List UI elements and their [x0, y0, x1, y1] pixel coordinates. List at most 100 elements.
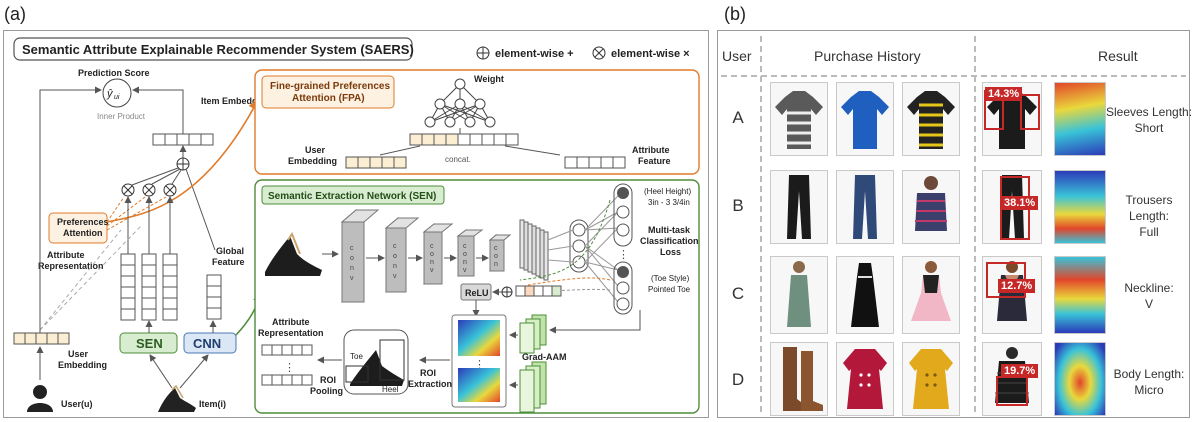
svg-text:n: n	[350, 265, 354, 272]
svg-text:n: n	[494, 261, 498, 268]
svg-text:o: o	[393, 253, 397, 260]
prediction-score-label: Prediction Score	[78, 68, 150, 78]
col-history-header: Purchase History	[814, 48, 921, 64]
user-label: User(u)	[61, 399, 93, 409]
result-a-heatmap	[1054, 82, 1106, 156]
legend-plus-label: element-wise +	[495, 48, 574, 60]
svg-text:v: v	[393, 273, 397, 280]
striped-polo-icon	[775, 91, 823, 149]
svg-text:n: n	[463, 259, 467, 266]
result-d-bbox	[996, 376, 1028, 406]
boots-icon	[783, 347, 823, 411]
heel-roi-box	[379, 339, 405, 381]
saers-title: Semantic Attribute Explainable Recommend…	[22, 42, 414, 57]
sen-title-box	[261, 185, 445, 205]
roi-shoe-image	[350, 350, 404, 386]
toe-style-label: (Toe Style)Pointed Toe	[648, 274, 691, 294]
history-c-3	[902, 256, 960, 334]
row-user-a: A	[732, 108, 744, 127]
result-a-attribute: Sleeves Length: Short	[1105, 105, 1192, 135]
item-embedding-vector	[152, 133, 214, 146]
svg-text:c: c	[393, 243, 397, 250]
heel-height-label: (Heel Height)3in - 3 3/4in	[644, 187, 691, 207]
svg-text:n: n	[430, 259, 434, 266]
result-d-attribute: Body Length: Micro	[1113, 367, 1185, 397]
black-jeans-result-icon	[1000, 175, 1024, 239]
gradient-weight-vector	[515, 285, 562, 297]
item-embedding-label: Item Embedding	[201, 96, 271, 106]
svg-text:v: v	[463, 267, 467, 274]
result-c-score: 12.7%	[998, 279, 1036, 293]
concat-label: concat.	[445, 155, 471, 164]
fc-connections	[547, 195, 619, 303]
yellow-striped-shirt-icon	[907, 91, 955, 149]
saers-diagram: Semantic Attribute Explainable Recommend…	[13, 37, 700, 414]
black-dress-icon	[851, 263, 879, 327]
svg-text:ui: ui	[114, 94, 120, 101]
toe-roi-box	[345, 365, 369, 383]
long-dress-icon	[787, 261, 811, 327]
blue-jeans-icon	[853, 175, 877, 239]
fc-head-top	[613, 183, 633, 247]
col-result-header: Result	[1098, 48, 1138, 64]
roi-output-vectors	[261, 344, 313, 386]
grad-aam-label: Grad-AAM	[522, 352, 567, 362]
item-shoe-icon	[158, 384, 196, 412]
history-a-2	[836, 82, 894, 156]
concat-vector	[409, 133, 519, 146]
svg-text:c: c	[494, 245, 498, 252]
weight-label: Weight	[474, 74, 504, 84]
svg-text:c: c	[463, 243, 467, 250]
result-b-score: 38.1%	[1001, 196, 1039, 210]
svg-text:c: c	[430, 243, 434, 250]
cnn-label: CNN	[193, 336, 221, 351]
result-b-attribute: Trousers Length: Full	[1125, 193, 1173, 239]
multiply-nodes	[121, 183, 177, 197]
fpa-attribute-feature-vector	[564, 156, 626, 169]
striped-top-icon	[915, 176, 947, 231]
col-user-header: User	[722, 48, 752, 64]
panel-b-label: (b)	[724, 4, 746, 24]
user-embedding-vector	[13, 332, 70, 345]
history-a-3	[902, 82, 960, 156]
result-d-heatmap	[1054, 342, 1106, 416]
red-coat-icon	[843, 349, 887, 409]
result-c-attribute: Neckline: V	[1124, 281, 1174, 311]
history-b-2	[836, 170, 894, 244]
legend-times-icon	[592, 46, 606, 60]
result-d-score: 19.7%	[1001, 364, 1039, 378]
fc-layer-1	[572, 223, 586, 269]
yellow-coat-icon	[909, 349, 953, 409]
svg-text:o: o	[350, 255, 354, 262]
history-d-3	[902, 342, 960, 416]
result-a-score: 14.3%	[985, 87, 1023, 101]
result-a-bbox-right	[1020, 94, 1040, 130]
history-c-2	[836, 256, 894, 334]
blue-polo-icon	[841, 91, 889, 149]
conv-layers	[340, 208, 512, 304]
preferences-attention-box	[48, 212, 108, 244]
global-feature-column	[206, 274, 222, 320]
svg-text:c: c	[350, 245, 354, 252]
saers-title-box	[13, 37, 413, 61]
row-user-b: B	[732, 196, 744, 215]
sen-label: SEN	[136, 336, 163, 351]
pink-dress-icon	[911, 261, 951, 321]
fpa-user-embedding-vector	[345, 156, 407, 169]
row-user-c: C	[731, 284, 745, 303]
row-user-d: D	[731, 370, 745, 389]
inner-product-label: Inner Product	[97, 112, 146, 121]
user-icon	[27, 385, 53, 412]
attribute-representation-columns	[120, 253, 178, 321]
svg-text:o: o	[494, 253, 498, 260]
prediction-node	[102, 78, 132, 108]
svg-text:v: v	[350, 275, 354, 282]
